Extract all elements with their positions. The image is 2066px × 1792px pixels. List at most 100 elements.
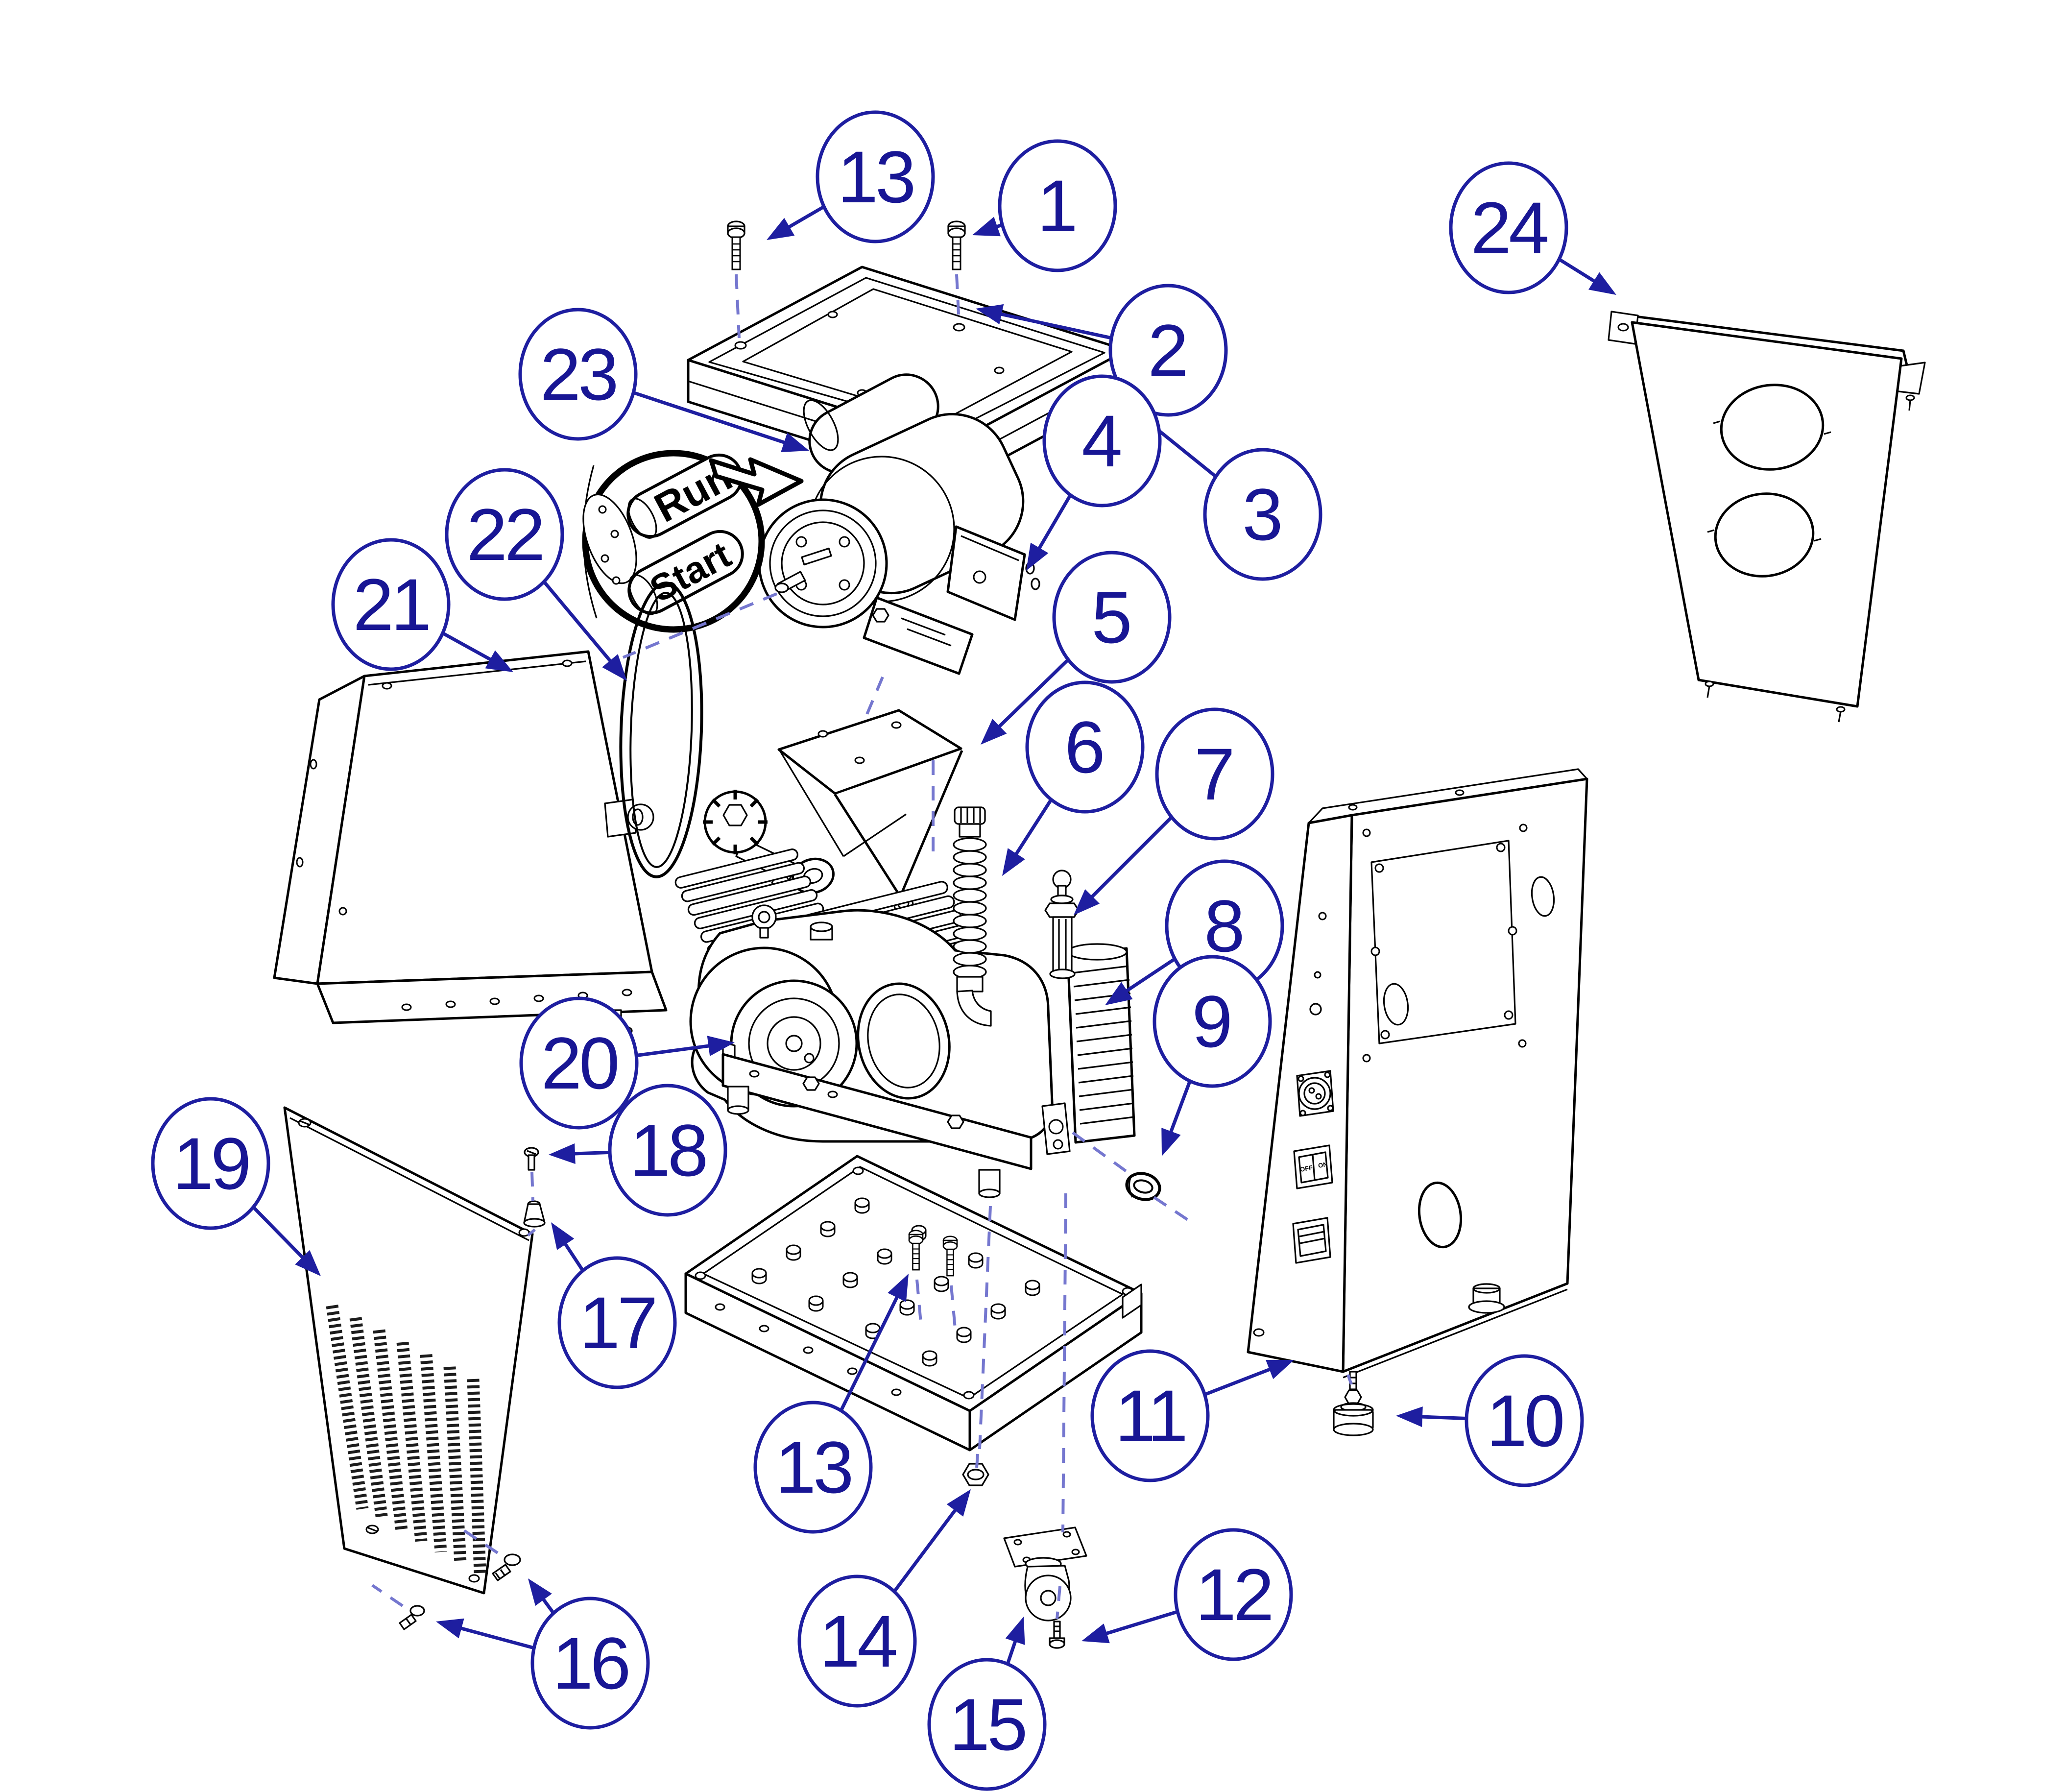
callout-circle: [1155, 707, 1274, 841]
screw-18: [524, 1147, 539, 1171]
callout-circle: [1465, 1354, 1584, 1487]
callout-arrow: [990, 658, 1070, 735]
callout-circle: [1090, 1349, 1210, 1482]
callout-number: 21: [353, 563, 429, 646]
leader-line: [1072, 1131, 1133, 1177]
rear-panel-24: [1608, 311, 1926, 723]
callout-circle: [557, 1256, 677, 1389]
leader-line: [461, 1528, 499, 1554]
callout-arrowhead: [1074, 889, 1100, 915]
callout-circle: [1042, 374, 1162, 508]
callout-arrowhead: [781, 433, 809, 452]
callout-arrow: [451, 1624, 535, 1650]
motor-end-bell: [758, 498, 888, 629]
pump-20: [674, 806, 1136, 1198]
callout-number: 12: [1196, 1553, 1272, 1636]
switch-on-label: ON: [1318, 1161, 1328, 1169]
callout-number: 13: [838, 136, 913, 218]
callout-arrow: [1033, 494, 1072, 558]
leader-line: [975, 1453, 979, 1468]
callout-18: 18: [549, 1084, 727, 1217]
callout-arrow: [542, 581, 618, 670]
callout-arrow: [1117, 957, 1176, 998]
nut-14: [962, 1463, 989, 1486]
switch-off-label: OFF: [1299, 1164, 1313, 1173]
callout-9: 9: [1153, 955, 1272, 1156]
callout-number: 2: [1148, 309, 1188, 391]
pump-mount-rail: [721, 1041, 1033, 1198]
motor-base-bracket: [863, 596, 974, 675]
callout-arrow: [1166, 1080, 1192, 1142]
callout-circle: [608, 1084, 727, 1217]
callout-arrow: [892, 1501, 963, 1593]
leader-line: [1153, 1196, 1190, 1222]
callout-arrow: [839, 1287, 903, 1411]
callout-circle: [445, 468, 564, 601]
callout-arrowhead: [1026, 542, 1049, 571]
callout-circle: [1203, 448, 1322, 581]
callout-arrowhead: [981, 719, 1007, 745]
callout-arrowhead: [1005, 1617, 1025, 1645]
callout-circle: [1025, 680, 1145, 814]
callout-circle: [151, 1097, 270, 1230]
callout-4: 4: [1026, 374, 1162, 571]
callout-number: 10: [1487, 1380, 1562, 1462]
callout-arrow: [252, 1206, 311, 1266]
callout-22: 22: [445, 468, 627, 681]
intake-filter-8: [1066, 943, 1136, 1144]
callout-circle: [1052, 551, 1172, 684]
callout-number: 24: [1471, 187, 1548, 269]
callout-arrow: [633, 391, 795, 448]
callout-arrowhead: [1002, 848, 1025, 876]
callout-16: 16: [436, 1578, 650, 1730]
callout-20: 20: [519, 996, 735, 1130]
callout-circle: [1108, 284, 1228, 417]
base-plate: [684, 1155, 1143, 1452]
callout-number: 5: [1091, 576, 1132, 658]
callout-circle: [519, 996, 639, 1130]
callout-arrowhead: [295, 1250, 321, 1276]
callout-number: 6: [1064, 706, 1105, 788]
callout-17: 17: [551, 1222, 677, 1389]
leader-line: [950, 1285, 957, 1329]
leader-line: [527, 1228, 536, 1237]
callout-number: 1: [1037, 165, 1078, 247]
callout-number: 7: [1194, 733, 1235, 815]
leader-line: [865, 676, 884, 715]
callout-number: 8: [1204, 885, 1245, 967]
callout-number: 23: [540, 333, 616, 415]
callout-arrowhead: [551, 1222, 575, 1250]
callout-number: 19: [173, 1122, 249, 1205]
intake-fitting-7: [1044, 870, 1080, 979]
leader-line: [622, 592, 778, 659]
callout-24: 24: [1449, 161, 1616, 295]
callout-circle: [530, 1597, 650, 1730]
callout-7: 7: [1074, 707, 1274, 915]
callout-circle: [927, 1658, 1047, 1791]
callout-arrowhead: [888, 1274, 909, 1302]
callout-arrowhead: [976, 304, 1004, 324]
rocker-switch: OFF ON: [1293, 1144, 1333, 1189]
callout-circle: [1449, 161, 1568, 294]
callout-circle: [797, 1574, 917, 1708]
callout-arrowhead: [549, 1143, 576, 1164]
callout-number: 17: [579, 1282, 655, 1364]
callout-arrowhead: [1396, 1406, 1423, 1428]
callout-arrowhead: [528, 1578, 552, 1606]
callout-circle: [753, 1401, 873, 1534]
leveling-foot-10: [1333, 1371, 1374, 1436]
callout-arrow: [1083, 816, 1173, 905]
leader-line: [955, 274, 961, 325]
callout-number: 4: [1081, 400, 1122, 482]
leader-line: [530, 1171, 534, 1202]
callout-10: 10: [1396, 1354, 1584, 1487]
drive-belt-22: [619, 581, 703, 878]
callout-number: 9: [1192, 980, 1232, 1063]
grommet-9: [1125, 1172, 1161, 1201]
motor-conduit-box: [946, 525, 1040, 621]
callout-arrow: [1009, 799, 1053, 864]
detail-pointer-arrow: [709, 457, 804, 507]
callout-14: 14: [797, 1489, 971, 1708]
leader-line: [371, 1584, 404, 1607]
